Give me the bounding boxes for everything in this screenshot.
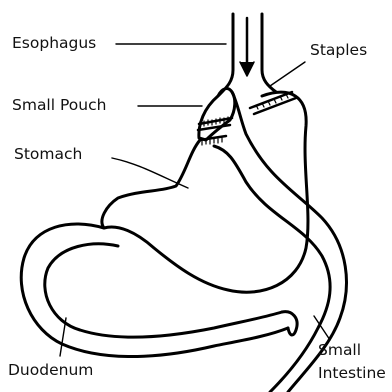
stomach-staple-line: [250, 92, 296, 114]
label-staples: Staples: [310, 43, 367, 59]
label-stomach: Stomach: [14, 147, 82, 163]
label-duodenum: Duodenum: [8, 363, 93, 379]
anastomosis: [282, 312, 297, 335]
label-small-pouch: Small Pouch: [12, 98, 106, 114]
small-pouch-outline: [199, 89, 235, 140]
flow-arrow: [240, 18, 254, 76]
label-esophagus: Esophagus: [12, 36, 96, 52]
lower-staple-ridge: [200, 136, 226, 145]
label-small-intestine-line2: Intestine: [318, 366, 386, 382]
leader-lines: [60, 44, 330, 356]
label-small-intestine-line1: Small: [318, 343, 361, 359]
duodenum-loop: [21, 224, 288, 357]
